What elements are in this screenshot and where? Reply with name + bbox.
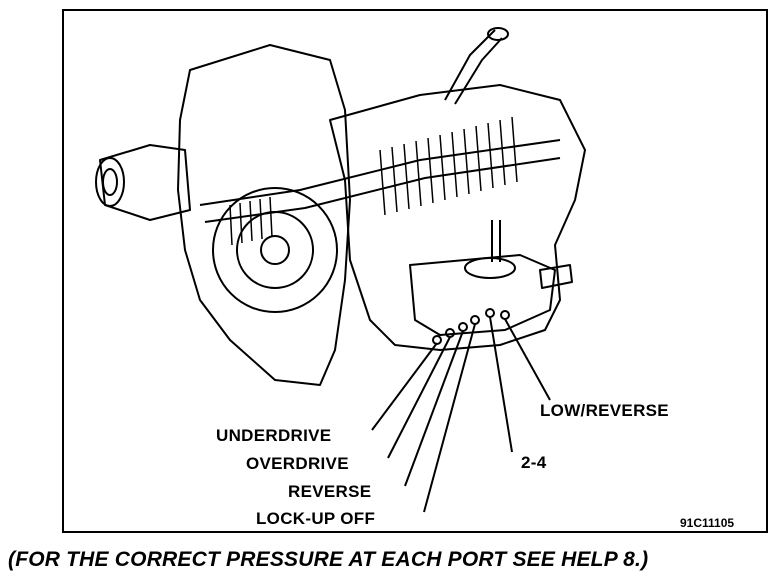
- dipstick-tube: [444, 29, 503, 105]
- leader-lines: [371, 316, 551, 513]
- leader-reverse: [404, 330, 464, 487]
- label-low-reverse: LOW/REVERSE: [540, 401, 669, 420]
- valve-body: [409, 254, 556, 336]
- leader-lockup-off: [423, 323, 476, 513]
- output-flange: [95, 157, 125, 207]
- port-lockup-off: [470, 315, 480, 325]
- flywheel-ring-inner: [236, 211, 314, 289]
- leader-low-reverse: [504, 318, 551, 401]
- caption: (FOR THE CORRECT PRESSURE AT EACH PORT S…: [8, 548, 649, 571]
- label-lockup-off: LOCK-UP OFF: [256, 509, 376, 528]
- port-reverse: [458, 322, 468, 332]
- leader-overdrive: [387, 336, 451, 459]
- port-low-reverse: [500, 310, 510, 320]
- port-underdrive: [432, 335, 442, 345]
- output-yoke: [99, 144, 191, 221]
- port-overdrive: [445, 328, 455, 338]
- label-underdrive: UNDERDRIVE: [216, 426, 332, 445]
- label-overdrive: OVERDRIVE: [246, 454, 349, 473]
- bell-housing: [177, 44, 351, 386]
- port-2-4: [485, 308, 495, 318]
- gear-pack: [229, 116, 518, 246]
- leader-2-4: [489, 316, 513, 453]
- label-reverse: REVERSE: [288, 482, 372, 501]
- flywheel-ring-outer: [212, 187, 338, 313]
- leader-underdrive: [371, 342, 438, 431]
- transmission-case: [329, 84, 586, 351]
- figure-code: 91C11105: [680, 516, 735, 530]
- label-2-4: 2-4: [521, 453, 547, 472]
